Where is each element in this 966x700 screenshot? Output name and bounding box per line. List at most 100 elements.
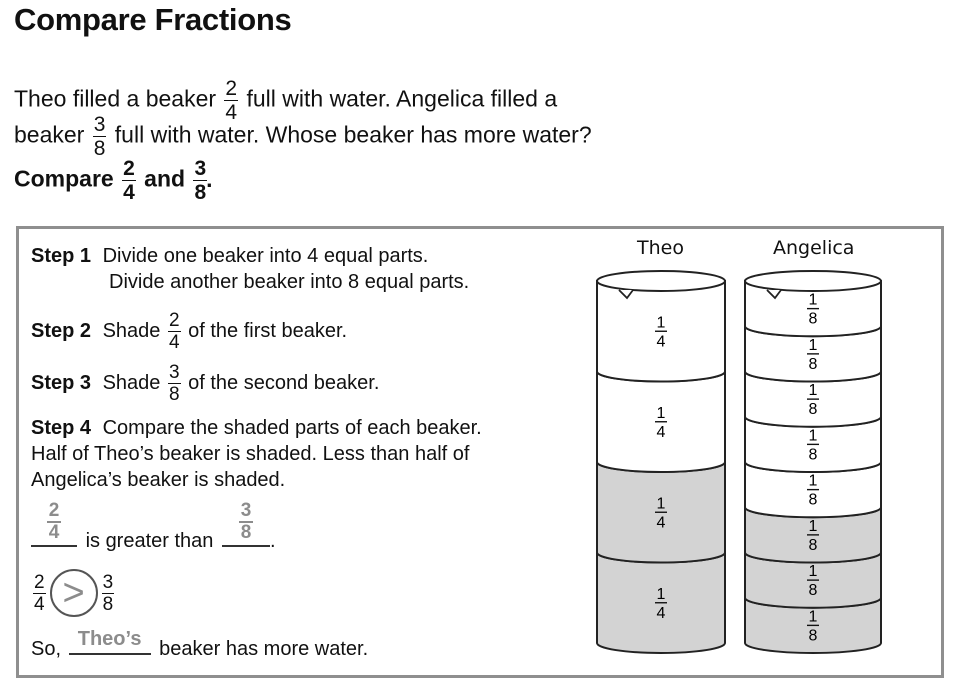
conclusion-text: beaker has more water. bbox=[159, 638, 369, 660]
angelica-part-numerator: 1 bbox=[809, 427, 818, 444]
step-1-line-2: Divide another beaker into 8 equal parts… bbox=[109, 271, 469, 294]
angelica-part-denominator: 8 bbox=[809, 627, 818, 644]
numerator: 3 bbox=[92, 113, 107, 137]
step-text: Divide one beaker into 4 equal parts. bbox=[102, 245, 429, 267]
angelica-part-numerator: 1 bbox=[809, 473, 818, 490]
step-1: Step 1 Divide one beaker into 4 equal pa… bbox=[31, 245, 428, 268]
angelica-part-denominator: 8 bbox=[809, 492, 818, 509]
angelica-part-denominator: 8 bbox=[809, 537, 818, 554]
theo-beaker-rim bbox=[596, 270, 726, 292]
answer-text: is greater than bbox=[85, 530, 214, 552]
numerator: 3 bbox=[101, 571, 115, 594]
step-4: Step 4 Compare the shaded parts of each … bbox=[31, 417, 482, 440]
denominator: 4 bbox=[225, 101, 238, 124]
denominator: 4 bbox=[34, 593, 45, 615]
theo-part-denominator: 4 bbox=[657, 514, 666, 531]
angelica-part-denominator: 8 bbox=[809, 582, 818, 599]
step-text: of the second beaker. bbox=[188, 371, 380, 394]
denominator: 8 bbox=[102, 593, 114, 615]
numerator: 2 bbox=[46, 500, 62, 523]
compare-text: Compare bbox=[14, 165, 114, 192]
angelica-part-numerator: 1 bbox=[809, 382, 818, 399]
step-text: Divide another beaker into 8 equal parts… bbox=[109, 271, 470, 293]
theo-beaker-spout bbox=[618, 289, 634, 300]
angelica-part-denominator: 8 bbox=[809, 446, 818, 463]
angelica-part-denominator: 8 bbox=[809, 356, 818, 373]
theo-part-numerator: 1 bbox=[657, 586, 666, 603]
step-text: Half of Theo’s beaker is shaded. Less th… bbox=[31, 443, 470, 465]
angelica-part-numerator: 1 bbox=[809, 608, 818, 625]
step-text: Angelica’s beaker is shaded. bbox=[31, 469, 286, 491]
theo-part-numerator: 1 bbox=[657, 495, 666, 512]
step-text: Shade bbox=[102, 371, 161, 394]
step-text: Shade bbox=[102, 319, 161, 342]
conclusion-blank: Theo’s bbox=[68, 628, 151, 655]
theo-part-numerator: 1 bbox=[657, 405, 666, 422]
comparison-symbol: > bbox=[62, 572, 85, 614]
angelica-beaker-rim bbox=[744, 270, 882, 292]
step-label: Step 3 bbox=[31, 371, 92, 394]
conclusion-text: So, bbox=[31, 638, 62, 660]
conclusion-answer: Theo’s bbox=[77, 628, 142, 650]
conclusion-sentence: So, Theo’s beaker has more water. bbox=[31, 628, 369, 661]
greater-than-circle: > bbox=[49, 569, 98, 617]
step-label: Step 4 bbox=[31, 417, 92, 439]
theo-part-denominator: 4 bbox=[657, 424, 666, 441]
page-title: Compare Fractions bbox=[14, 2, 292, 37]
numerator: 3 bbox=[238, 500, 254, 523]
angelica-part-denominator: 8 bbox=[809, 311, 818, 328]
problem-text: full with water. Angelica filled a bbox=[246, 85, 558, 112]
problem-text: Theo filled a beaker bbox=[14, 85, 217, 112]
step-label: Step 2 bbox=[31, 319, 92, 342]
theo-part-denominator: 4 bbox=[657, 333, 666, 350]
theo-beaker-label: Theo bbox=[637, 237, 684, 259]
angelica-part-numerator: 1 bbox=[809, 292, 818, 309]
theo-part-numerator: 1 bbox=[657, 314, 666, 331]
denominator: 4 bbox=[48, 522, 60, 543]
angelica-beaker-spout bbox=[766, 289, 782, 300]
angelica-part-numerator: 1 bbox=[809, 518, 818, 535]
numerator: 2 bbox=[122, 157, 136, 181]
numerator: 2 bbox=[224, 77, 239, 101]
denominator: 8 bbox=[240, 522, 252, 543]
angelica-beaker-label: Angelica bbox=[773, 237, 855, 259]
answer-text: . bbox=[269, 530, 276, 552]
denominator: 8 bbox=[194, 181, 207, 204]
compare-text: . bbox=[206, 165, 213, 192]
denominator: 4 bbox=[123, 181, 135, 204]
problem-text: full with water. Whose beaker has more w… bbox=[114, 121, 592, 148]
step-4-line-3: Angelica’s beaker is shaded. bbox=[31, 469, 285, 492]
step-4-line-2: Half of Theo’s beaker is shaded. Less th… bbox=[31, 443, 469, 466]
steps-panel: Step 1 Divide one beaker into 4 equal pa… bbox=[16, 226, 944, 678]
theo-part-denominator: 4 bbox=[657, 605, 666, 622]
step-text: of the first beaker. bbox=[188, 319, 348, 342]
denominator: 4 bbox=[169, 332, 180, 353]
numerator: 2 bbox=[33, 571, 46, 594]
step-label: Step 1 bbox=[31, 245, 92, 267]
compare-text: and bbox=[144, 165, 186, 192]
angelica-part-denominator: 8 bbox=[809, 401, 818, 418]
denominator: 8 bbox=[169, 384, 180, 405]
numerator: 2 bbox=[168, 310, 181, 332]
angelica-part-numerator: 1 bbox=[809, 337, 818, 354]
